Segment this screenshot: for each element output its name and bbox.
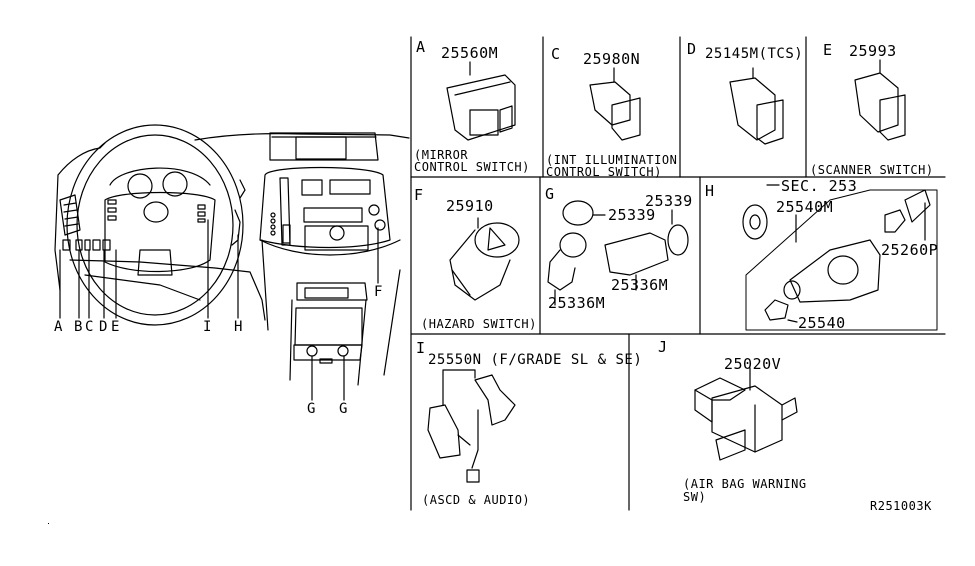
location-label-c: C [85,319,94,335]
location-label-i: I [203,319,212,335]
panel-j-caption-line1: (AIR BAG WARNING [683,477,807,491]
part-drawing-25540m [742,184,938,331]
location-label-d: D [99,319,108,335]
dashboard-overview-drawing [54,124,410,386]
panel-e-part-number: 25993 [849,42,897,60]
panel-j-part-number: 25020V [724,355,782,373]
panel-a-caption-line1: (MIRROR [414,148,469,162]
part-drawing-25560m [446,61,516,141]
overview-leaders [59,219,379,401]
panel-g-part-number-25336m-left: 25336M [548,294,606,312]
location-label-h: H [234,319,243,335]
panel-f-part-number: 25910 [446,197,494,215]
panel-c-part-number: 25980N [583,50,641,68]
panel-d-id: D [687,40,697,58]
panel-j-caption-line2: SW) [683,490,707,504]
panel-a-id: A [416,38,426,56]
panel-f-id: F [414,186,424,204]
panel-h-part-number-25540m: 25540M [776,198,834,216]
panel-e-id: E [823,41,833,59]
panel-h-part-number-25260p: 25260P [881,241,939,259]
part-drawing-25020v [694,367,798,461]
location-label-g-left: G [307,401,316,417]
panel-g-id: G [545,185,555,203]
location-label-g-right: G [339,401,348,417]
panel-g-part-number-25336m-right: 25336M [611,276,669,294]
panel-i-id: I [416,339,426,357]
panel-a-caption-line2: CONTROL SWITCH) [414,160,530,174]
part-drawing-25993 [854,59,906,141]
panel-h-section-ref: SEC. 253 [781,177,858,195]
panel-d-part-number: 25145M(TCS) [705,46,804,62]
location-label-e: E [111,319,120,335]
part-drawing-25145m [729,67,784,145]
panel-c-caption-line1: (INT ILLUMINATION [546,153,678,167]
part-drawing-25550n [427,369,516,483]
panel-i-caption: (ASCD & AUDIO) [422,493,531,507]
location-label-f: F [374,284,383,300]
part-drawing-25980n [589,67,641,141]
panel-g-part-number-25339-top: 25339 [645,192,693,210]
panel-grid [410,36,946,511]
panel-c-caption-line2: CONTROL SWITCH) [546,165,662,179]
panel-f-caption: (HAZARD SWITCH) [421,317,537,331]
panel-j-id: J [658,338,668,356]
stray-dot [48,523,49,524]
panel-g-part-number-25339-mid: 25339 [608,206,656,224]
diagram-reference-code: R251003K [870,499,932,513]
panel-e-caption: (SCANNER SWITCH) [810,163,934,177]
part-drawing-25910 [449,217,520,301]
panel-h-id: H [705,182,715,200]
panel-h-part-number-25540: 25540 [798,314,846,332]
panel-a-part-number: 25560M [441,44,499,62]
panel-i-part-number: 25550N (F/GRADE SL & SE) [428,352,643,368]
part-drawing-25336m-25339 [547,200,689,306]
location-label-b: B [74,319,83,335]
location-label-a: A [54,319,63,335]
panel-c-id: C [551,45,561,63]
